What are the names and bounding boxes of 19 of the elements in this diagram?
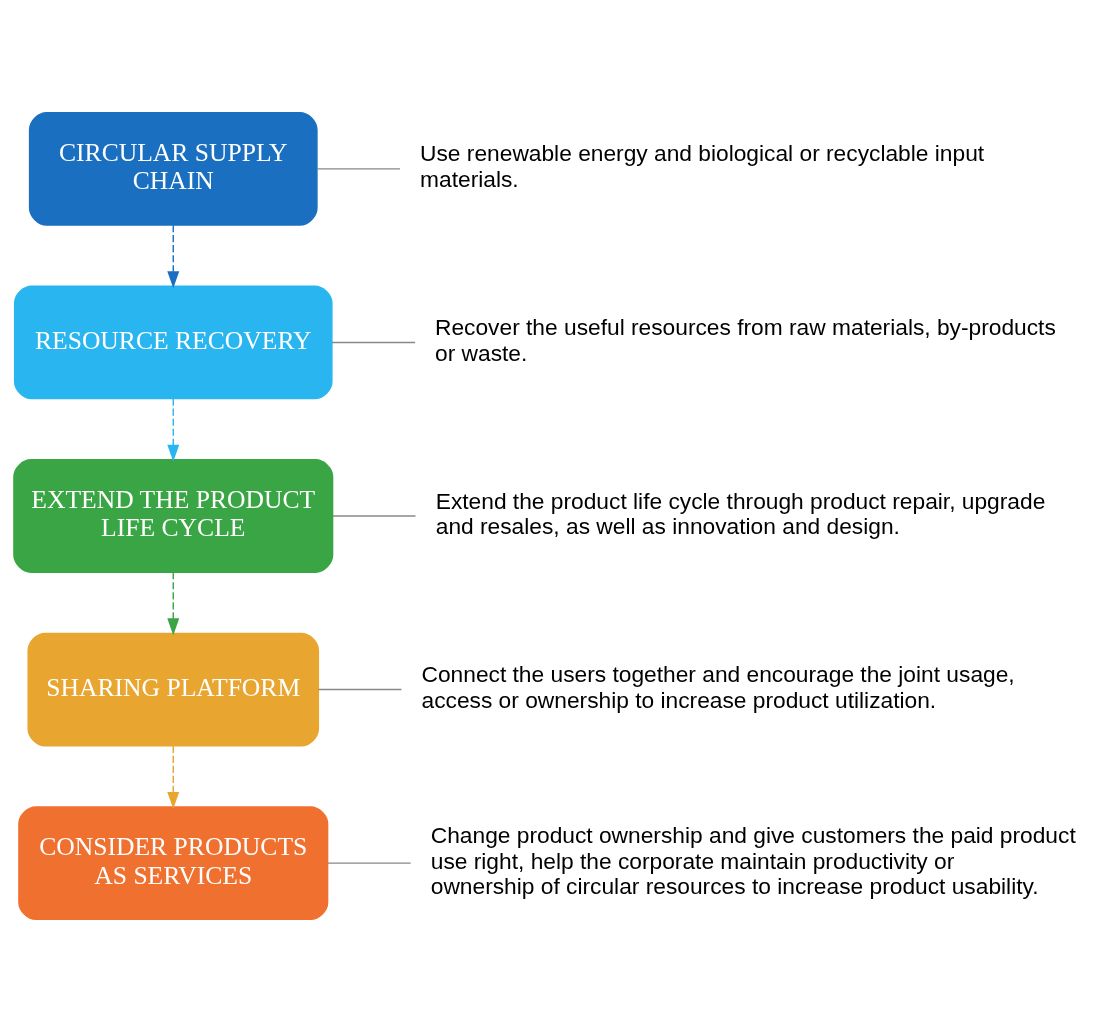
connector	[317, 688, 403, 691]
arrow	[167, 745, 180, 809]
arrow	[167, 398, 180, 462]
node-text: Extend the product life cycle through product repair, upgrade and resales, as well as innovation and design.	[435, 487, 1046, 540]
node-box: EXTEND THE PRODUCT LIFE CYCLE	[13, 459, 334, 573]
connector	[332, 515, 417, 517]
node-text: Recover the useful resources from raw materials, by-products or waste.	[435, 314, 1056, 366]
node-box: SHARING PLATFORM	[27, 632, 320, 747]
node-box: CONSIDER PRODUCTS AS SERVICES	[18, 806, 329, 920]
connector	[327, 862, 412, 864]
node-box: CIRCULAR SUPPLY CHAIN	[28, 112, 318, 226]
node-text: Use renewable energy and biological or recyclable input materials.	[420, 140, 985, 193]
arrow	[167, 224, 180, 289]
node-box: RESOURCE RECOVERY	[13, 285, 333, 400]
arrow	[167, 571, 180, 636]
node-text: Change product ownership and give customers the paid product use right, help the corporate maintain productivity or ownership of circular resources to increase product usability.	[430, 821, 1076, 900]
connector	[331, 341, 416, 344]
connector	[316, 168, 401, 170]
node-text: Connect the users together and encourage the joint usage, access or ownership to increase product utilization.	[421, 661, 1015, 713]
